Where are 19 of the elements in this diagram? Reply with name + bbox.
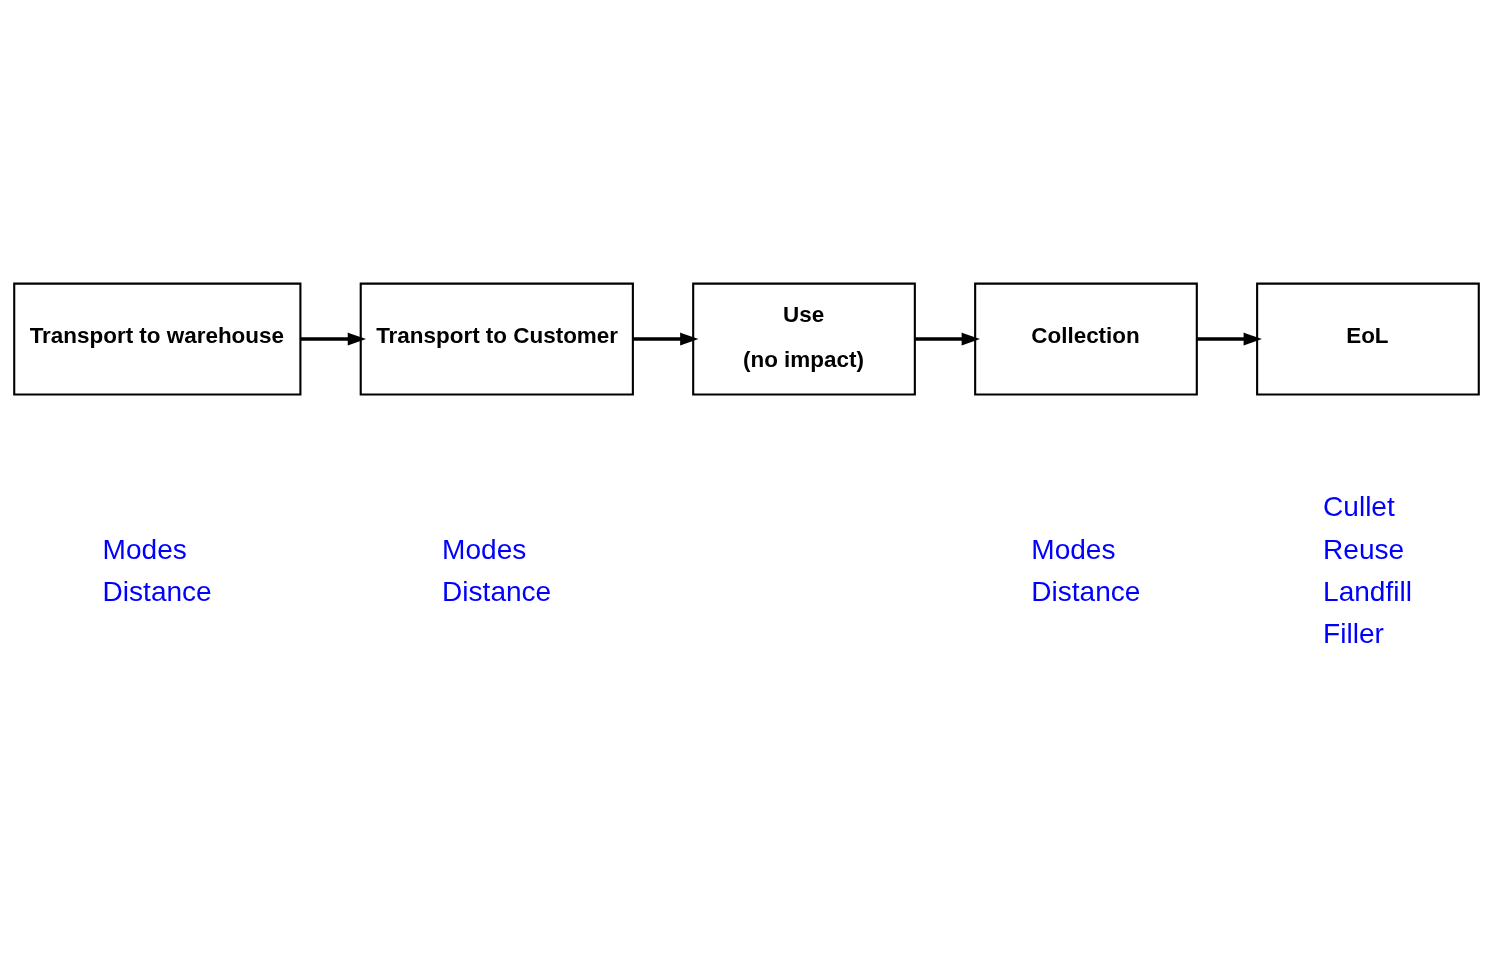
node-label: Distance <box>442 575 552 607</box>
node-box: Transport to Customer <box>359 282 634 396</box>
node-box: Use (no impact) <box>692 282 916 396</box>
node-box: Collection <box>974 282 1198 396</box>
node-box: Transport to warehouse <box>13 282 302 396</box>
node-box: EoL <box>1256 282 1480 396</box>
node-label: Modes <box>442 533 527 565</box>
node-label: Reuse <box>1323 533 1405 565</box>
node-label: Distance <box>102 575 212 607</box>
node-label: Filler <box>1323 617 1384 649</box>
arrow <box>915 332 980 346</box>
node-label: Distance <box>1031 575 1141 607</box>
node-label: Modes <box>1031 533 1116 565</box>
node-label: Cullet <box>1323 491 1395 523</box>
arrow <box>300 332 367 346</box>
node-label: Modes <box>102 533 187 565</box>
arrow <box>633 332 699 346</box>
node-label: Landfill <box>1323 575 1412 607</box>
arrow <box>1197 332 1262 346</box>
